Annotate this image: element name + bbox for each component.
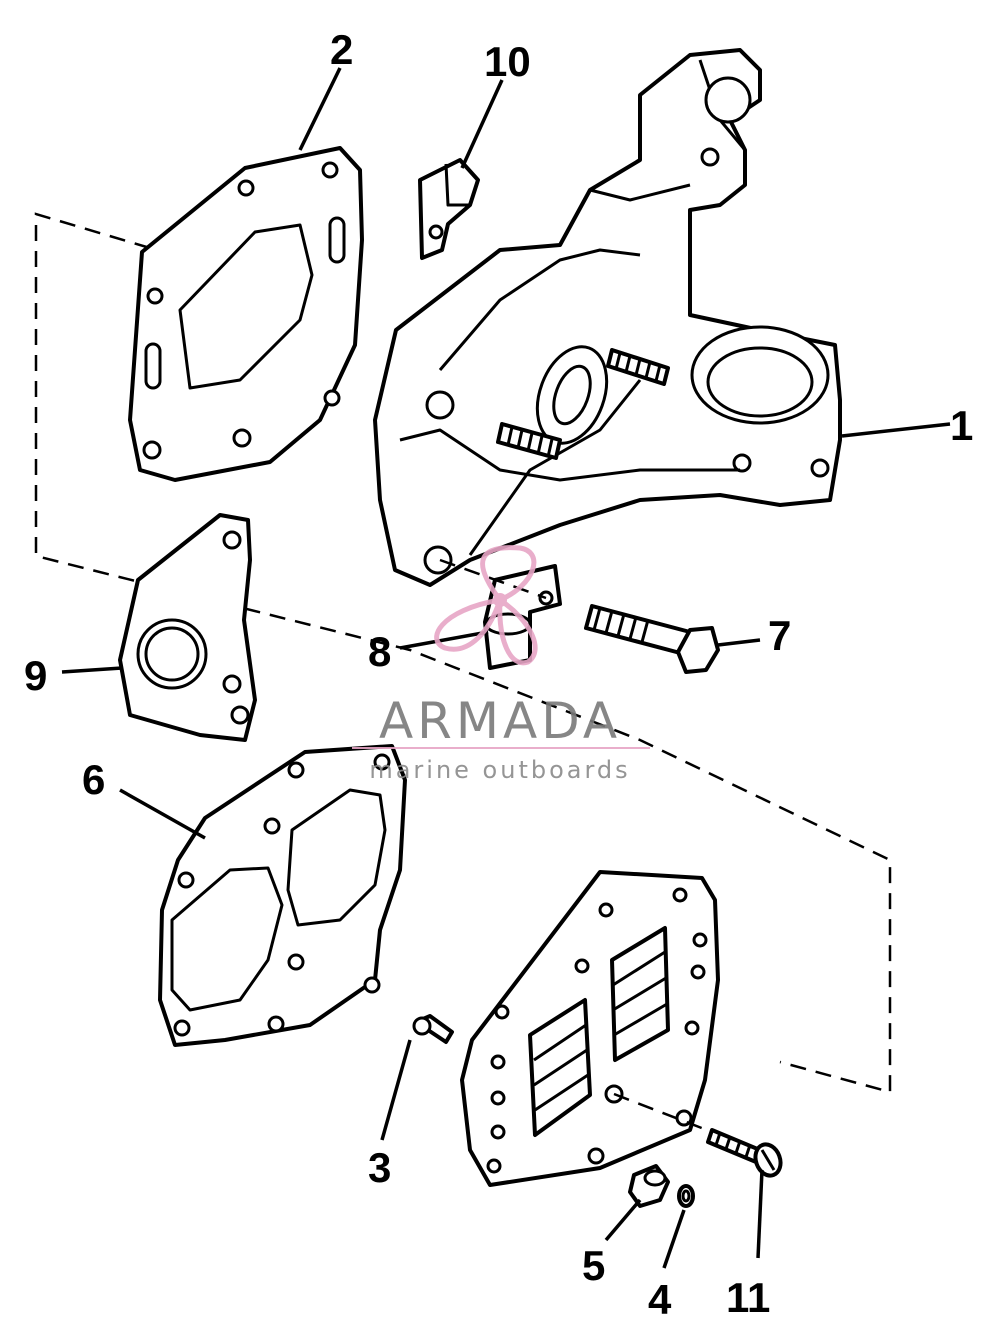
assembly-guide-lines (34, 212, 892, 1094)
part-6-gasket (158, 744, 407, 1047)
leader-lines (61, 67, 951, 1269)
propeller-logo-icon (434, 545, 538, 666)
part-4-washer (677, 1184, 695, 1208)
hole-alignment-lines (439, 558, 713, 1134)
callout-3: 3 (368, 1144, 391, 1191)
part-10-clip (418, 158, 480, 260)
armada-watermark: ARMADA marine outboards (352, 545, 650, 784)
callout-8: 8 (368, 628, 391, 675)
part-5-spacer (628, 1164, 670, 1208)
callout-2: 2 (330, 26, 353, 73)
callout-11: 11 (726, 1274, 770, 1321)
part-3-screw (412, 1014, 454, 1044)
callout-10: 10 (484, 38, 531, 85)
reed-plate-assembly (460, 870, 720, 1187)
part-7-bolt (584, 604, 720, 674)
callout-4: 4 (648, 1276, 672, 1323)
callout-9: 9 (24, 652, 47, 699)
watermark-tagline: marine outboards (369, 756, 630, 784)
part-9-gasket-plate (118, 513, 257, 742)
callout-1: 1 (950, 402, 973, 449)
part-2-gasket (128, 146, 364, 482)
callout-labels: 1 2 3 4 5 6 7 8 9 10 11 (24, 26, 973, 1323)
part-11-screw (706, 1128, 783, 1178)
callout-7: 7 (768, 612, 791, 659)
callout-5: 5 (582, 1242, 605, 1289)
part-1-intake-manifold (373, 48, 842, 587)
callout-6: 6 (82, 756, 105, 803)
watermark-brand: ARMADA (379, 692, 621, 750)
